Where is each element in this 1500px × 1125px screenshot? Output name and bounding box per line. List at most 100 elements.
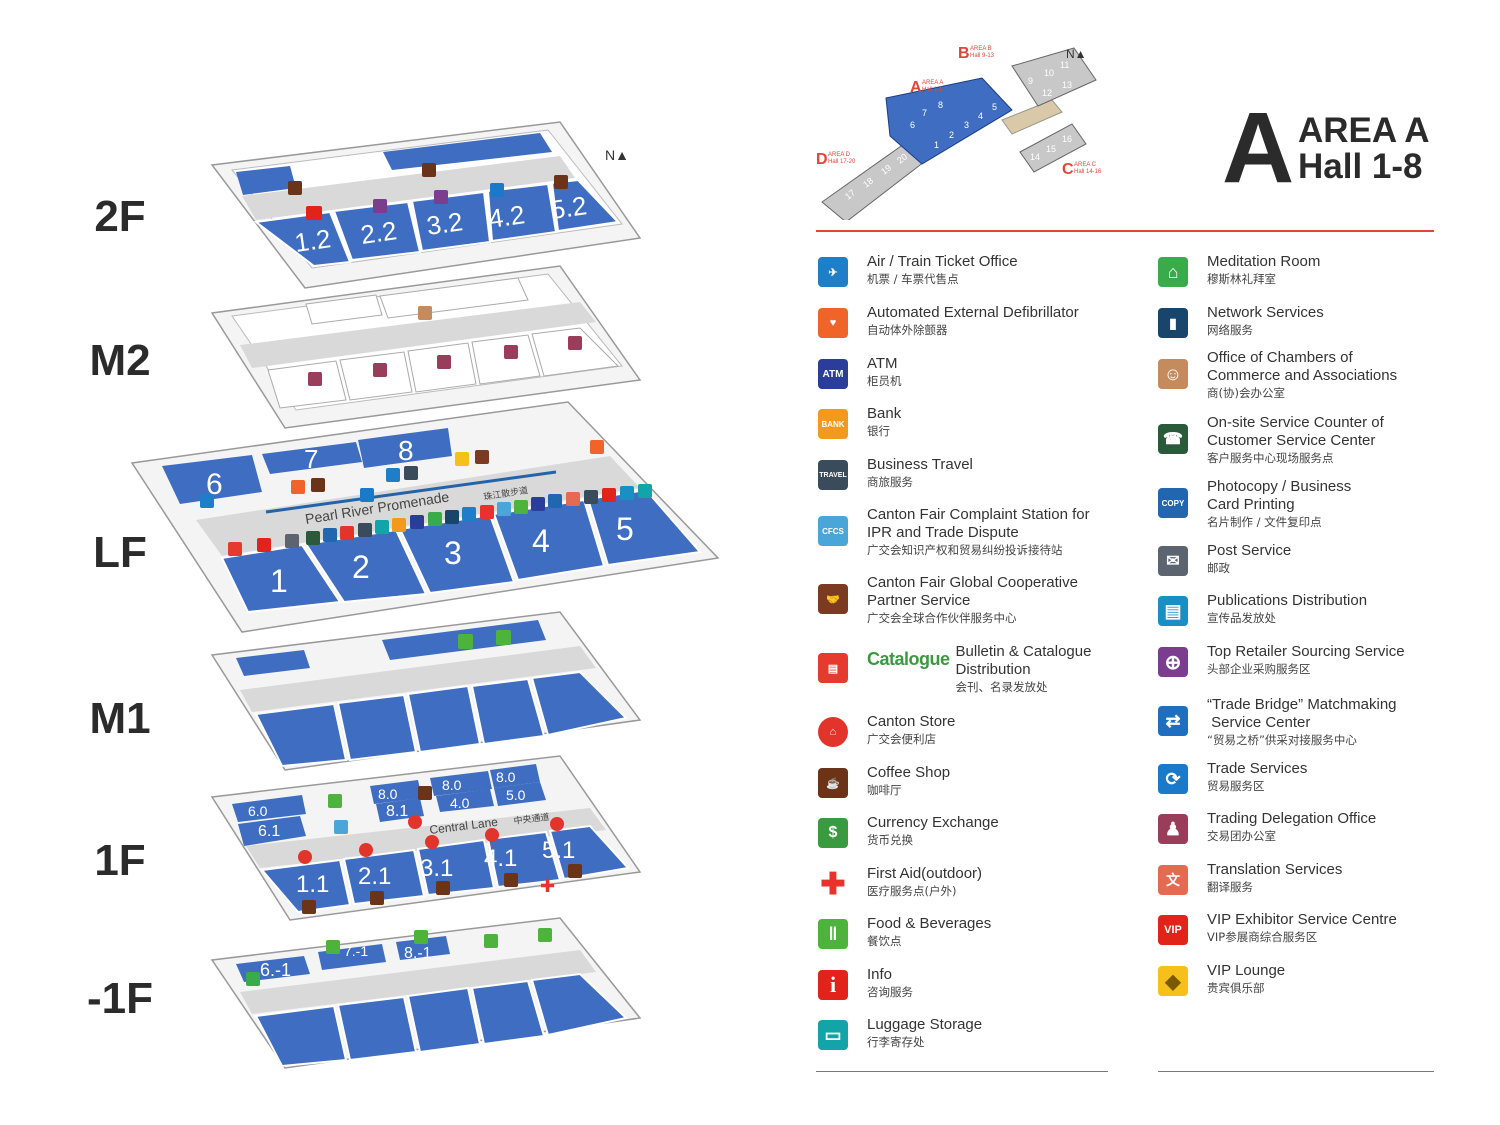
floor-label-1f: 1F	[94, 836, 146, 885]
legend-label-cn: “贸易之桥”供采对接服务中心	[1207, 733, 1357, 747]
legend-label: Bank	[867, 405, 902, 422]
legend-label-cn: 商(协)会办公室	[1207, 386, 1285, 400]
fork-knife-icon	[484, 934, 498, 948]
legend-label: Info	[867, 966, 893, 983]
mosque-icon: ⌂	[1158, 257, 1188, 287]
overview-area-d-letter: D	[816, 151, 828, 168]
hall-label-8-0b: 8.0	[442, 777, 462, 793]
floor-label-lf: LF	[93, 528, 147, 577]
legend-label: Canton Fair Complaint Station for	[867, 506, 1090, 523]
legend-label: Translation Services	[1207, 861, 1343, 878]
first-aid-cross-icon: ✚	[818, 869, 848, 899]
chambers-people-icon: ☺	[1158, 359, 1188, 389]
legend-label-line2: IPR and Trade Dispute	[867, 524, 1019, 541]
plane-train-icon	[386, 468, 400, 482]
overview-area-a-name: AREA A	[922, 80, 943, 86]
trade-services-icon	[490, 183, 504, 197]
fork-knife-icon	[496, 630, 511, 645]
delegation-icon	[373, 363, 387, 377]
hall-label-3-2: 3.2	[425, 206, 465, 241]
floor-label-m2: M2	[89, 336, 151, 385]
globe-icon	[373, 199, 387, 213]
legend-label-line2: Distribution	[955, 661, 1031, 678]
connector-walkway	[1001, 99, 1063, 135]
first-aid-cross-icon: ✚	[540, 876, 555, 896]
legend-label-cn: 宣传品发放处	[1207, 611, 1276, 625]
hall-label-b10: 10	[1044, 68, 1054, 78]
legend-footer-rule-right	[1158, 1071, 1434, 1072]
fork-knife-icon	[326, 940, 340, 954]
first-aid-cross-icon	[480, 505, 494, 519]
floor-1f-plan: 1.1 2.1 3.1 4.1 5.1 6.0 6.1 8.0 8.1 8.0 …	[210, 755, 642, 921]
handshake-icon	[475, 450, 489, 464]
hall-label-6-0: 6.0	[248, 803, 268, 819]
header-divider	[816, 230, 1434, 232]
floor-label-m1: M1	[89, 694, 151, 743]
bank-icon	[392, 518, 406, 532]
publications-icon	[620, 486, 634, 500]
legend-label-cn: 名片制作 / 文件复印点	[1207, 515, 1322, 529]
coffee-cup-icon	[370, 891, 384, 905]
legend-label: Food & Beverages	[867, 915, 992, 932]
copy-icon	[548, 494, 562, 508]
north-arrow-icon: N▲	[605, 147, 629, 163]
signal-bars-icon	[445, 510, 459, 524]
hall-label-7--1: 7.-1	[344, 943, 368, 959]
cfcs-shield-icon	[334, 820, 348, 834]
hall-label-8--1: 8.-1	[404, 945, 432, 962]
fork-knife-icon	[538, 928, 552, 942]
fork-knife-icon	[328, 794, 342, 808]
legend-label-cn: 广交会全球合作伙伴服务中心	[867, 611, 1017, 625]
coffee-cup-icon: ☕	[818, 768, 848, 798]
catalogue-book-icon	[228, 542, 242, 556]
floor-m1-plan	[210, 611, 642, 771]
catalogue-logo: Catalogue	[867, 649, 950, 670]
hall-label-c15: 15	[1046, 144, 1056, 154]
delegation-icon	[568, 336, 582, 350]
hall-label-2-1: 2.1	[358, 863, 391, 890]
travel-icon	[584, 490, 598, 504]
legend-label: Office of Chambers of	[1207, 349, 1353, 366]
legend-label: ATM	[867, 355, 898, 372]
fork-knife-icon: ǁ	[818, 919, 848, 949]
legend-label-cn: 商旅服务	[867, 475, 913, 489]
hall-label-a6: 6	[910, 120, 915, 130]
floor-label-b1f: -1F	[87, 974, 153, 1023]
central-lane-label-cn: 中央通道	[513, 811, 550, 826]
lf-service-icons	[200, 440, 652, 556]
hall-label-6: 6	[206, 468, 223, 501]
atm-icon	[531, 497, 545, 511]
mosque-icon	[246, 972, 260, 986]
coffee-cup-icon	[311, 478, 325, 492]
hall-label-a4: 4	[978, 111, 983, 121]
luggage-icon	[375, 520, 389, 534]
legend-label-cn: 贵宾俱乐部	[1207, 981, 1265, 995]
legend-label-cn: 行李寄存处	[867, 1035, 925, 1049]
cfcs-shield-icon	[497, 502, 511, 516]
legend-footer-rule-left	[816, 1071, 1108, 1072]
legend-label-cn: 柜员机	[867, 374, 902, 388]
currency-icon: $	[818, 818, 848, 848]
hall-label-7: 7	[304, 444, 318, 474]
hall-label-b13: 13	[1062, 80, 1072, 90]
complex-overview-map: 17 18 19 20 1 2 3 4 5 6 7 8 9 10 11 12 1…	[816, 45, 1102, 220]
floor-b1f-plan: 6.-1 7.-1 8.-1	[210, 917, 642, 1069]
legend-label: Canton Fair Global Cooperative	[867, 574, 1078, 591]
legend-label: VIP Exhibitor Service Centre	[1207, 911, 1397, 928]
hall-label-a8: 8	[938, 100, 943, 110]
area-title-line1: AREA A	[1298, 111, 1430, 150]
